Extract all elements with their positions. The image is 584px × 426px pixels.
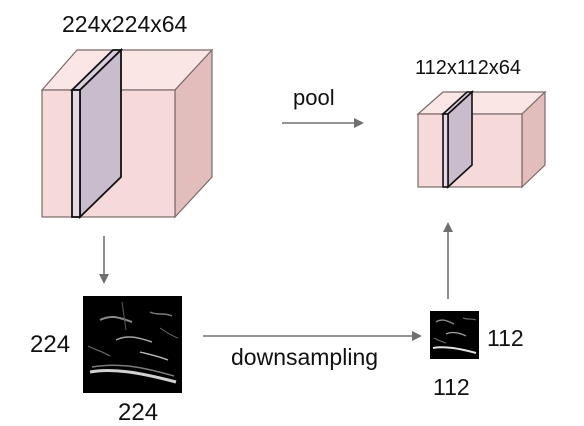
input-feature-map: [83, 296, 182, 393]
input-map-width-label: 224: [118, 399, 159, 426]
pooled-feature-map: [430, 311, 479, 359]
pooled-map-height-label: 112: [487, 325, 524, 351]
pool-label: pool: [293, 85, 335, 110]
input-volume-depth-slice: [69, 47, 124, 220]
input-volume-dims-label: 224x224x64: [62, 11, 188, 37]
pooled-volume-cube: [416, 90, 547, 189]
input-volume-cube: [40, 47, 214, 220]
pooled-volume-depth-slice: [440, 90, 475, 189]
downsampling-label: downsampling: [231, 344, 379, 370]
pooled-map-width-label: 112: [433, 374, 470, 400]
pooled-volume-dims-label: 112x112x64: [415, 57, 522, 79]
input-map-height-label: 224: [30, 331, 71, 358]
